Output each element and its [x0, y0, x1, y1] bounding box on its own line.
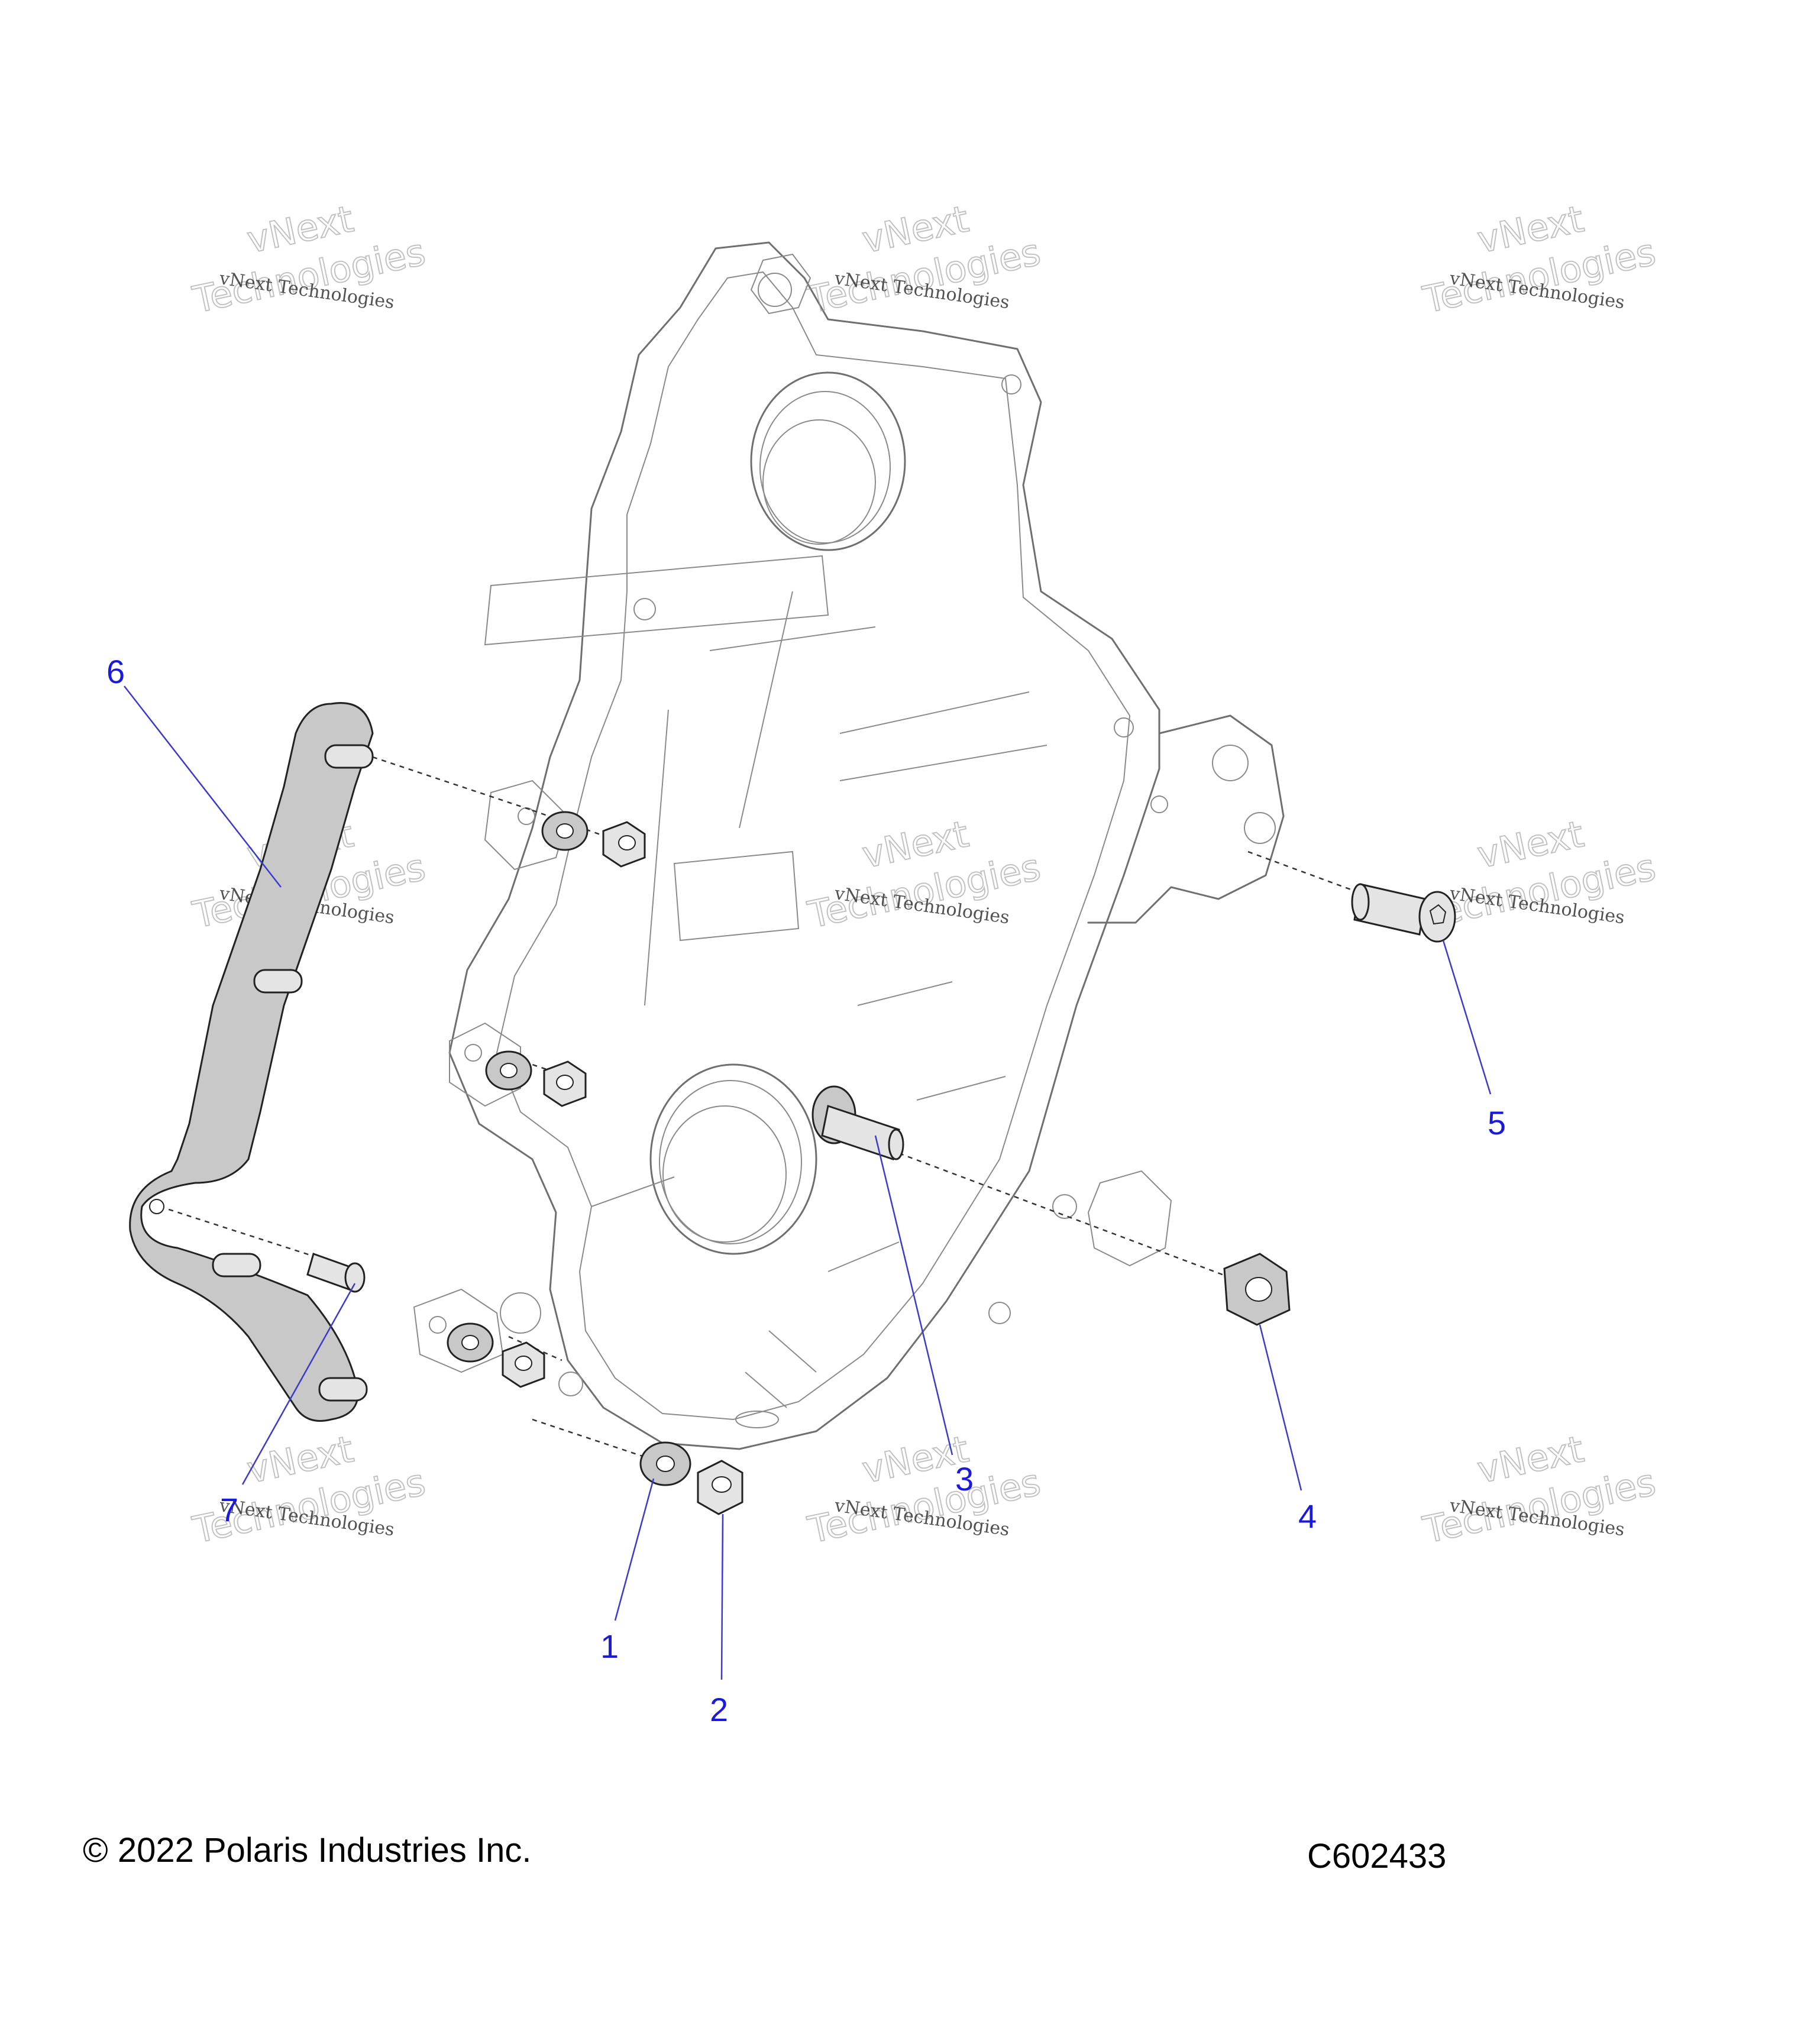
- callout-1: 1: [600, 1628, 619, 1665]
- part-3-stud: [811, 1085, 904, 1160]
- copyright-text: © 2022 Polaris Industries Inc.: [83, 1831, 531, 1870]
- part-6-bracket: [129, 702, 374, 1422]
- callout-4: 4: [1298, 1498, 1317, 1535]
- callout-6: 6: [106, 653, 125, 690]
- washer-nut-group-upper: [541, 811, 646, 868]
- washer-nut-group-lower: [447, 1322, 545, 1388]
- callout-7: 7: [220, 1491, 238, 1528]
- watermark-layer: vNext Technologies vNext Technologies vN…: [188, 196, 1660, 1552]
- part-5-bolt: [1351, 883, 1456, 943]
- callout-2: 2: [710, 1691, 728, 1728]
- part-2-nut: [697, 1460, 743, 1515]
- footer: © 2022 Polaris Industries Inc. C602433: [83, 1831, 1446, 1875]
- housing-cover-drawing: [413, 241, 1285, 1450]
- washer-nut-group-middle: [485, 1050, 587, 1107]
- callout-labels: 6 5 3 4 7 1 2: [106, 653, 1506, 1728]
- diagram-code: C602433: [1307, 1837, 1446, 1875]
- part-1-washer: [639, 1441, 691, 1486]
- leader-lines: [124, 685, 1492, 1680]
- part-4-flange-nut: [1223, 1253, 1291, 1326]
- callout-3: 3: [955, 1460, 974, 1498]
- part-7-bolt: [306, 1253, 366, 1293]
- callout-5: 5: [1488, 1104, 1506, 1141]
